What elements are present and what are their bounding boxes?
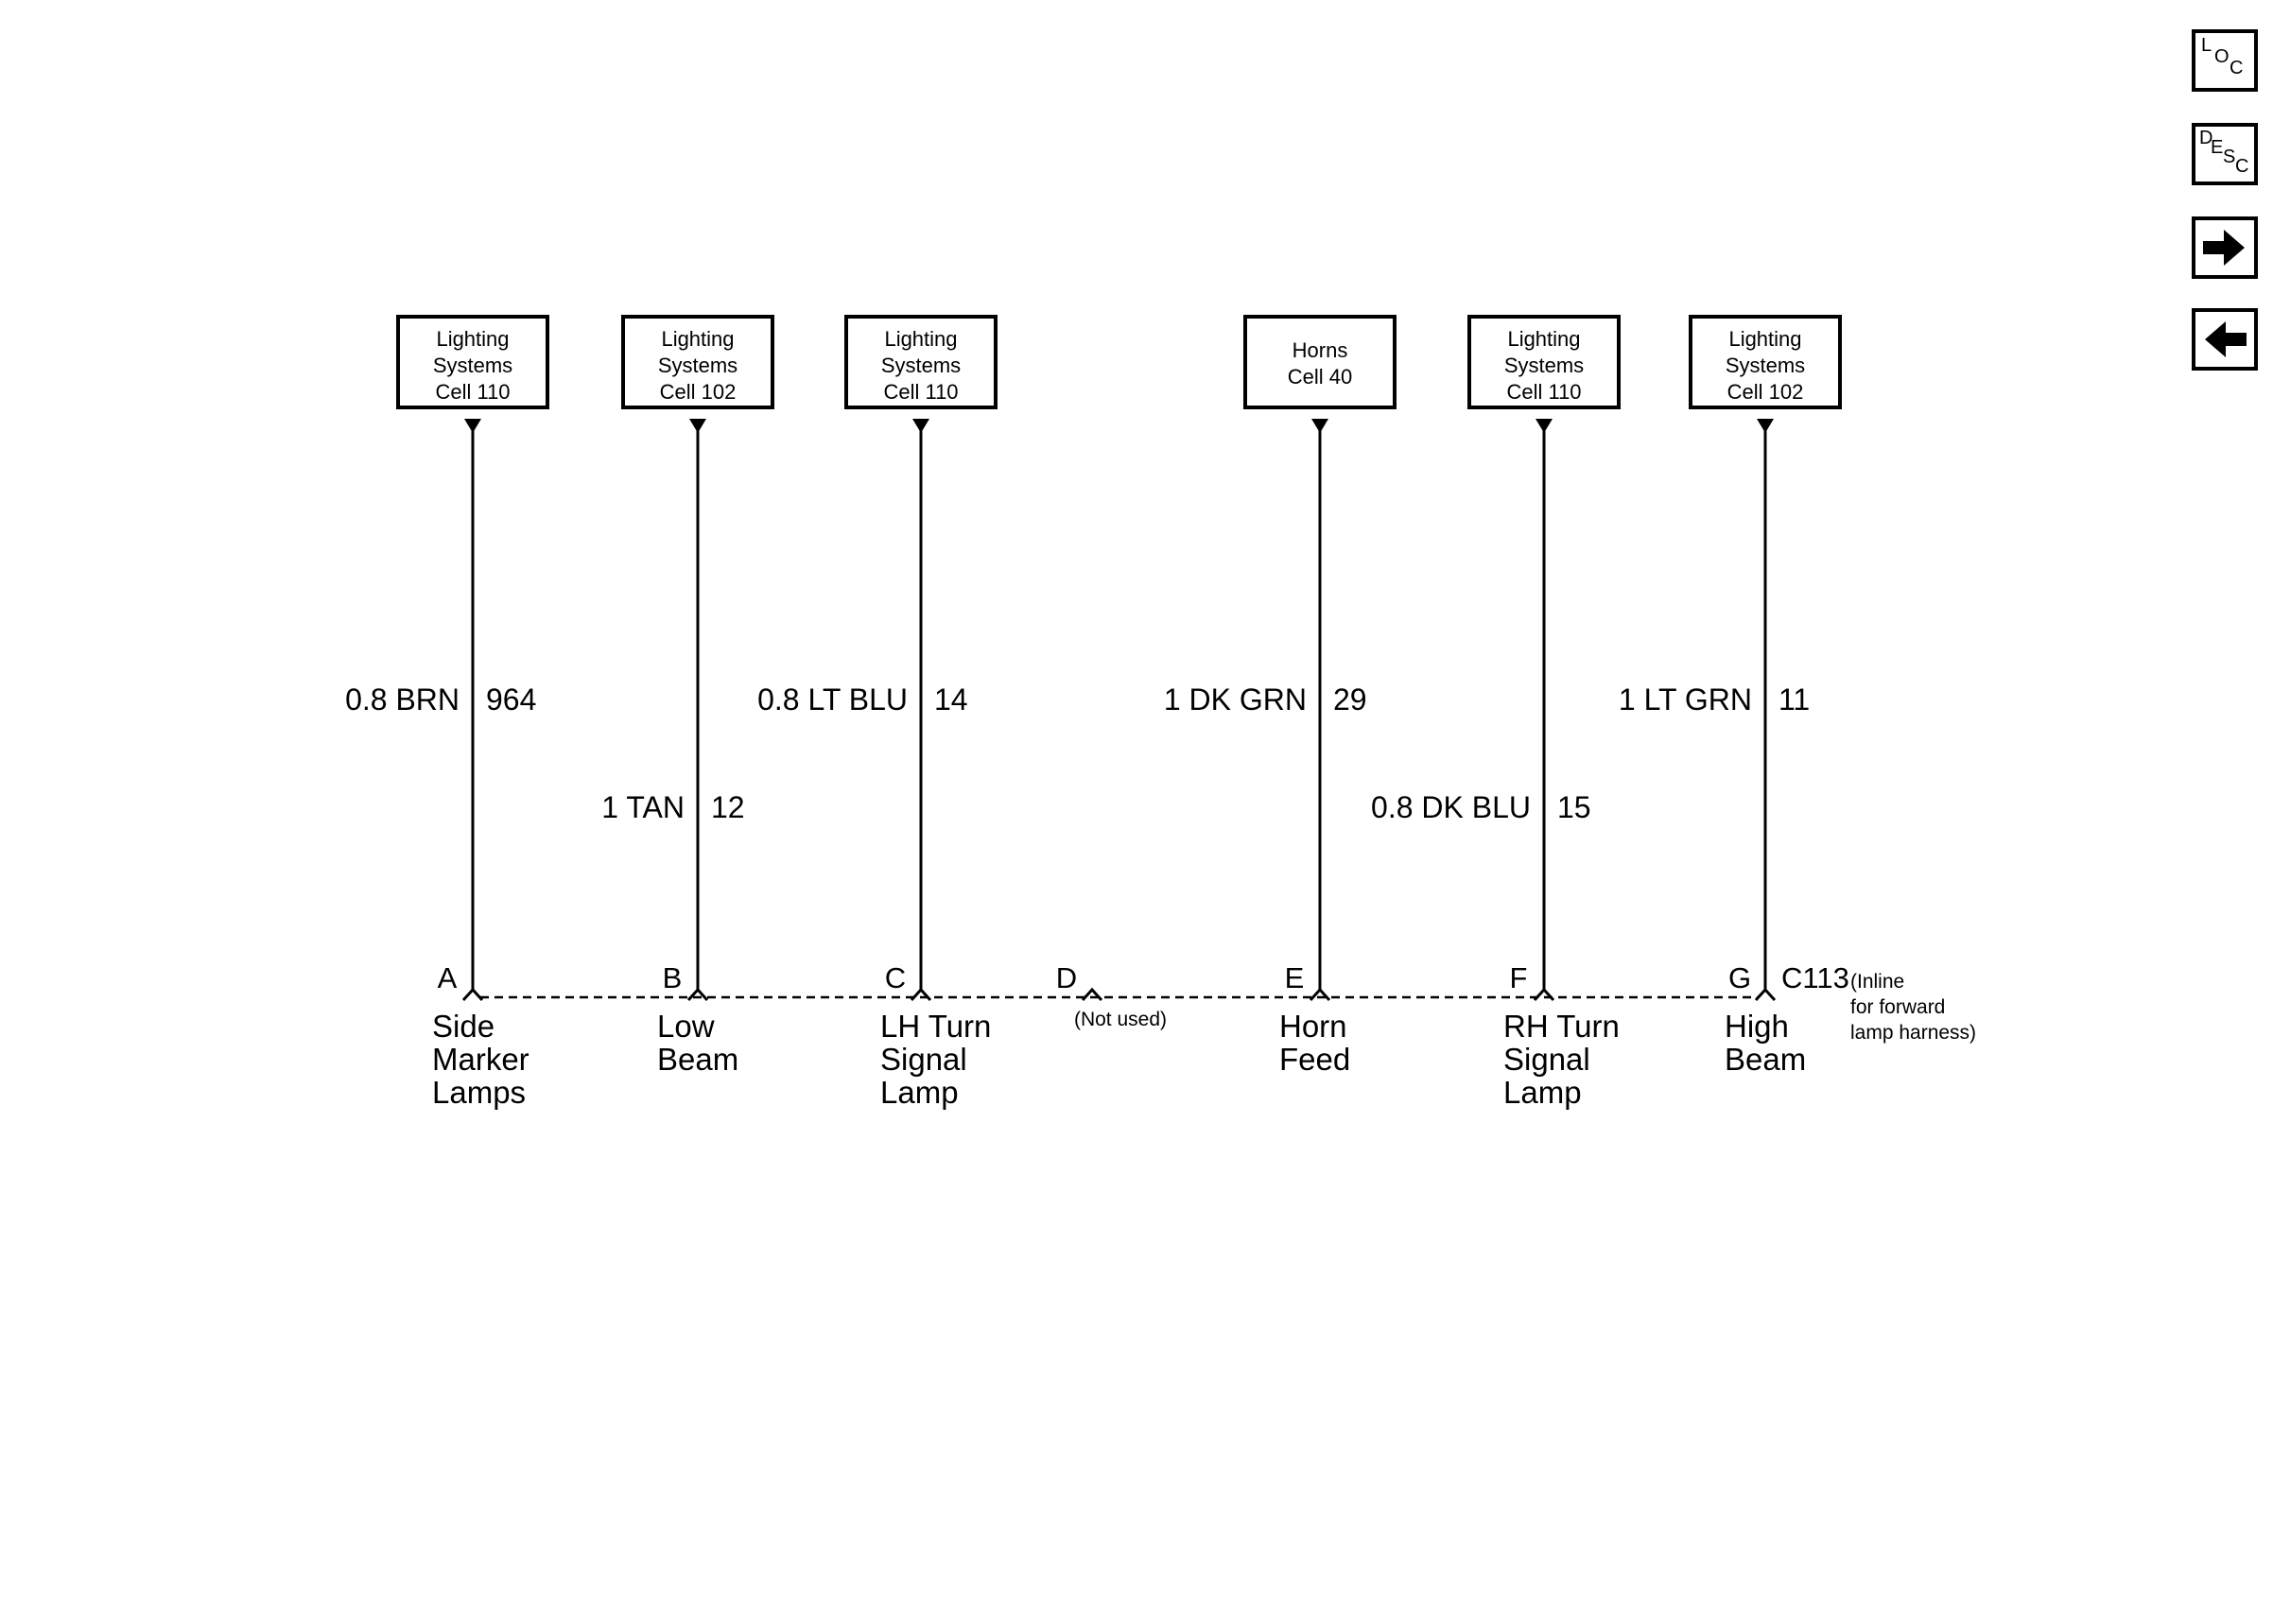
- arrow-right-icon: [2203, 230, 2245, 266]
- destination-label: Side: [432, 1009, 495, 1044]
- destination-label: Lamps: [432, 1075, 526, 1110]
- pin-label-c: C: [885, 961, 906, 994]
- pin-label-e: E: [1285, 961, 1305, 994]
- cell-ref-text: Lighting: [1728, 327, 1801, 351]
- terminal-icon: [1754, 987, 1777, 1002]
- destination-label: Beam: [657, 1042, 738, 1077]
- circuit-number-c: 14: [934, 682, 968, 717]
- circuit-number-a: 964: [486, 682, 536, 717]
- cell-ref-text: Cell 110: [1506, 380, 1581, 404]
- connector-id: C113: [1781, 961, 1849, 994]
- cell-ref-text: Systems: [1726, 354, 1805, 377]
- pin-label-a: A: [438, 961, 458, 994]
- pin-label-d: D: [1056, 961, 1077, 994]
- pin-note: (Not used): [1074, 1009, 1167, 1030]
- cell-ref-box-e: [1243, 315, 1397, 409]
- button-letter: E: [2211, 137, 2224, 158]
- wire-spec-f: 0.8 DK BLU: [1371, 790, 1531, 824]
- cell-ref-box-f: [1467, 315, 1621, 409]
- cell-ref-box-a: [396, 315, 549, 409]
- wire-spec-b: 1 TAN: [601, 790, 685, 824]
- cell-ref-text: Cell 110: [883, 380, 958, 404]
- destination-label: Low: [657, 1009, 715, 1044]
- cell-ref-text: Cell 102: [1727, 380, 1804, 404]
- wire-spec-e: 1 DK GRN: [1164, 682, 1307, 717]
- cell-ref-text: Cell 40: [1288, 365, 1352, 389]
- cell-ref-text: Cell 102: [660, 380, 737, 404]
- terminal-icon: [1081, 987, 1103, 1002]
- cell-ref-text: Horns: [1293, 338, 1348, 362]
- wire-spec-g: 1 LT GRN: [1619, 682, 1752, 717]
- cell-ref-text: Systems: [658, 354, 737, 377]
- cell-ref-box-b: [621, 315, 774, 409]
- arrow-left-icon: [2205, 321, 2247, 357]
- connector-note: lamp harness): [1850, 1022, 1976, 1044]
- destination-label: RH Turn: [1503, 1009, 1620, 1044]
- destination-label: High: [1725, 1009, 1789, 1044]
- terminal-icon: [461, 987, 484, 1002]
- button-letter: S: [2223, 147, 2236, 167]
- destination-label: Marker: [432, 1042, 529, 1077]
- connector-note: for forward: [1850, 996, 1945, 1018]
- destination-label: Signal: [880, 1042, 967, 1077]
- pin-label-f: F: [1510, 961, 1528, 994]
- destination-label: Lamp: [880, 1075, 959, 1110]
- cell-ref-text: Lighting: [661, 327, 734, 351]
- cell-ref-text: Systems: [1504, 354, 1584, 377]
- destination-label: Beam: [1725, 1042, 1806, 1077]
- wire-spec-c: 0.8 LT BLU: [757, 682, 908, 717]
- cell-ref-text: Systems: [433, 354, 512, 377]
- circuit-number-e: 29: [1333, 682, 1367, 717]
- destination-label: Signal: [1503, 1042, 1590, 1077]
- circuit-number-g: 11: [1778, 682, 1810, 717]
- destination-label: Feed: [1279, 1042, 1350, 1077]
- wire-spec-a: 0.8 BRN: [345, 682, 460, 717]
- terminal-icon: [686, 987, 709, 1002]
- pin-label-b: B: [663, 961, 683, 994]
- button-letter: C: [2230, 58, 2244, 78]
- destination-label: Lamp: [1503, 1075, 1582, 1110]
- terminal-icon: [1533, 987, 1555, 1002]
- cell-ref-text: Lighting: [436, 327, 509, 351]
- cell-ref-text: Lighting: [884, 327, 957, 351]
- cell-ref-text: Cell 110: [435, 380, 510, 404]
- cell-ref-text: Systems: [881, 354, 961, 377]
- destination-label: Horn: [1279, 1009, 1347, 1044]
- button-letter: L: [2201, 35, 2212, 56]
- circuit-number-b: 12: [711, 790, 745, 824]
- button-letter: C: [2235, 156, 2249, 177]
- cell-ref-text: Lighting: [1507, 327, 1580, 351]
- prev-button[interactable]: [2192, 308, 2258, 371]
- button-letter: O: [2214, 46, 2230, 67]
- cell-ref-box-g: [1689, 315, 1842, 409]
- circuit-number-f: 15: [1557, 790, 1591, 824]
- next-button[interactable]: [2192, 216, 2258, 279]
- terminal-icon: [1309, 987, 1331, 1002]
- pin-label-g: G: [1728, 961, 1751, 994]
- terminal-icon: [910, 987, 932, 1002]
- cell-ref-box-c: [844, 315, 998, 409]
- destination-label: LH Turn: [880, 1009, 991, 1044]
- connector-note: (Inline: [1850, 971, 1904, 993]
- button-letter: D: [2199, 128, 2213, 148]
